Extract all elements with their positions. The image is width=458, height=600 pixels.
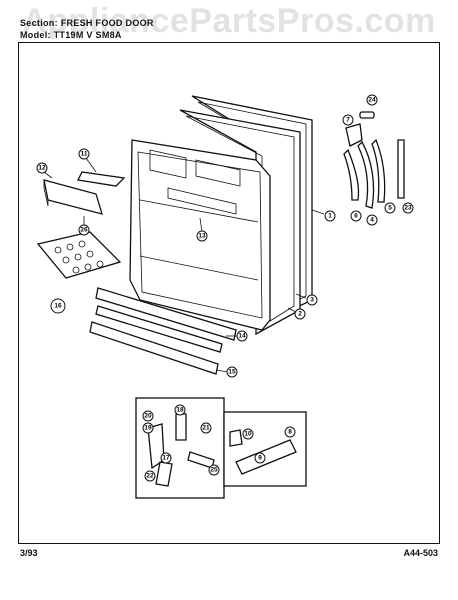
callout-label-24: 24: [368, 97, 376, 104]
callout-15: 15: [226, 366, 238, 378]
callout-26: 26: [78, 224, 90, 236]
callout-label-11: 11: [81, 151, 88, 158]
callout-label-21: 21: [202, 425, 210, 432]
callout-label-23: 23: [404, 205, 412, 212]
callout-17: 17: [160, 452, 172, 464]
callout-20: 20: [142, 410, 154, 422]
callout-label-22: 22: [146, 473, 154, 480]
callout-label-19: 19: [144, 425, 152, 432]
section-value: FRESH FOOD DOOR: [60, 18, 154, 28]
callout-label-15: 15: [228, 369, 236, 376]
diagram-frame: [18, 42, 440, 544]
model-label: Model:: [20, 30, 51, 40]
callout-13: 13: [196, 230, 208, 242]
callout-label-9: 9: [258, 455, 262, 462]
callout-label-26: 26: [80, 227, 88, 234]
callout-2: 2: [294, 308, 306, 320]
callout-19: 19: [142, 422, 154, 434]
callout-label-5: 5: [388, 205, 392, 212]
callout-label-18: 18: [176, 407, 184, 414]
callout-label-1: 1: [328, 213, 332, 220]
hinge-parts: [343, 111, 405, 209]
callout-25: 25: [208, 464, 220, 476]
callout-label-6: 6: [354, 213, 358, 220]
butter-compartment: [43, 171, 126, 215]
section-label: Section:: [20, 18, 58, 28]
callout-18: 18: [174, 404, 186, 416]
leader-lines: [43, 157, 325, 373]
callout-9: 9: [254, 452, 266, 464]
callout-label-16: 16: [54, 303, 62, 310]
callout-12: 12: [36, 162, 48, 174]
inset-parts: [147, 413, 297, 487]
callout-label-17: 17: [162, 455, 170, 462]
callout-label-8: 8: [288, 429, 292, 436]
door-liner: [129, 95, 313, 336]
callout-14: 14: [236, 330, 248, 342]
callout-7: 7: [342, 114, 354, 126]
callout-23: 23: [402, 202, 414, 214]
callout-21: 21: [200, 422, 212, 434]
callout-3: 3: [306, 294, 318, 306]
callout-8: 8: [284, 426, 296, 438]
model-value: TT19M V SM8A: [53, 30, 122, 40]
callout-label-7: 7: [346, 117, 350, 124]
callout-10: 10: [242, 428, 254, 440]
footer-doc-number: A44-503: [403, 548, 438, 558]
shelf-rails: [89, 287, 237, 375]
watermark: AppliancePartsPros.com: [22, 2, 436, 40]
egg-tray: [36, 231, 122, 279]
callout-24: 24: [366, 94, 378, 106]
callout-1: 1: [324, 210, 336, 222]
callout-label-3: 3: [310, 297, 314, 304]
callout-label-10: 10: [244, 431, 252, 438]
callout-label-20: 20: [144, 413, 152, 420]
callout-label-13: 13: [198, 233, 206, 240]
callout-6: 6: [350, 210, 362, 222]
callout-label-25: 25: [210, 467, 218, 474]
section-line: Section: FRESH FOOD DOOR: [20, 18, 154, 28]
callout-label-12: 12: [38, 165, 46, 172]
callout-5: 5: [384, 202, 396, 214]
callout-label-14: 14: [238, 333, 246, 340]
callout-label-4: 4: [370, 217, 374, 224]
callout-4: 4: [366, 214, 378, 226]
callout-label-2: 2: [298, 311, 302, 318]
callout-22: 22: [144, 470, 156, 482]
footer-date: 3/93: [20, 548, 38, 558]
callout-16: 16: [50, 298, 66, 314]
callout-11: 11: [78, 148, 90, 160]
model-line: Model: TT19M V SM8A: [20, 30, 122, 40]
